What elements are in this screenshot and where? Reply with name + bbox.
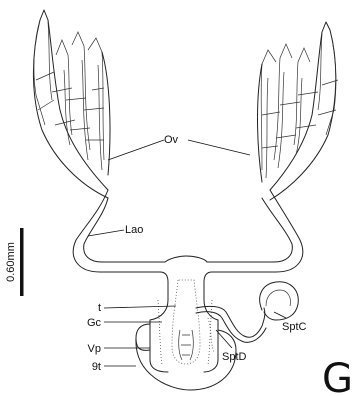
scale-bar: 0.60mm xyxy=(5,228,24,296)
leader-lines xyxy=(88,140,286,366)
right-ovary xyxy=(258,22,339,200)
oviduct-tube xyxy=(73,190,302,282)
spermathecal-duct xyxy=(196,306,266,352)
left-ovary xyxy=(33,10,110,198)
scale-bar-line xyxy=(20,228,24,296)
label-ov: Ov xyxy=(164,134,179,146)
scale-bar-label: 0.60mm xyxy=(5,242,17,282)
label-vp: Vp xyxy=(88,343,101,355)
genital-chamber xyxy=(136,280,236,390)
label-9t: 9t xyxy=(92,361,101,373)
label-lao: Lao xyxy=(125,224,143,236)
label-gc: Gc xyxy=(87,317,102,329)
label-sptc: SptC xyxy=(282,321,307,333)
label-sptd: SptD xyxy=(222,351,247,363)
panel-letter: G xyxy=(322,356,353,396)
label-t: t xyxy=(98,302,101,314)
